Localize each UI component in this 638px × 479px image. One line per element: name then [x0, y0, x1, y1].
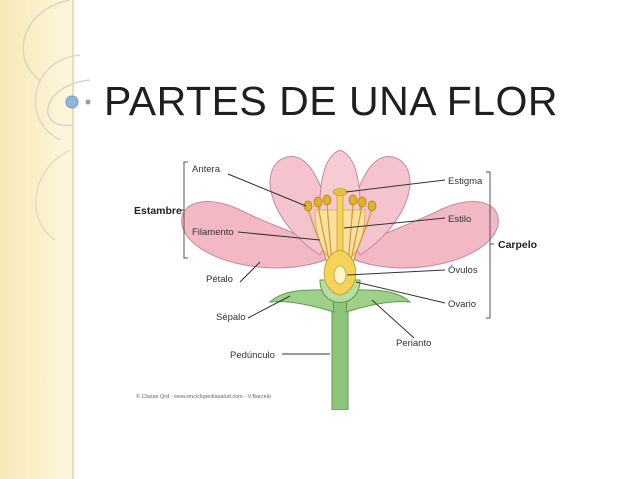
- sepal-left-shape: [268, 289, 335, 313]
- label-antera: Antera: [192, 164, 221, 175]
- label-estilo: Estilo: [448, 214, 471, 225]
- anthers-group: [303, 194, 377, 212]
- ovule-shape: [333, 265, 347, 285]
- label-pedunculo: Pedúnculo: [230, 350, 275, 361]
- image-credit: © Classe Qrd - www.enciclopediasalud.com…: [136, 393, 271, 400]
- decorative-swirl: [22, 0, 91, 241]
- stem-shape: [331, 299, 349, 410]
- label-petalo: Pétalo: [206, 274, 233, 285]
- label-ovulos: Óvulos: [448, 265, 478, 276]
- stigma-shape: [332, 188, 348, 196]
- label-carpelo: Carpelo: [498, 239, 537, 251]
- page-title: PARTES DE UNA FLOR: [104, 78, 559, 124]
- flower-diagram: Antera Filamento Pétalo Sépalo Pedúnculo…: [134, 149, 537, 410]
- petal-left-shape: [181, 201, 326, 269]
- bullet-dot-icon: [65, 95, 79, 109]
- label-estambre: Estambre: [134, 205, 182, 217]
- label-estigma: Estigma: [448, 176, 483, 187]
- sepal-right-shape: [345, 289, 412, 313]
- label-sepalo: Sépalo: [216, 312, 246, 323]
- decorative-side-band: [0, 0, 74, 479]
- label-perianto: Perianto: [396, 338, 431, 349]
- label-filamento: Filamento: [192, 227, 234, 238]
- label-ovario: Ovario: [448, 299, 476, 310]
